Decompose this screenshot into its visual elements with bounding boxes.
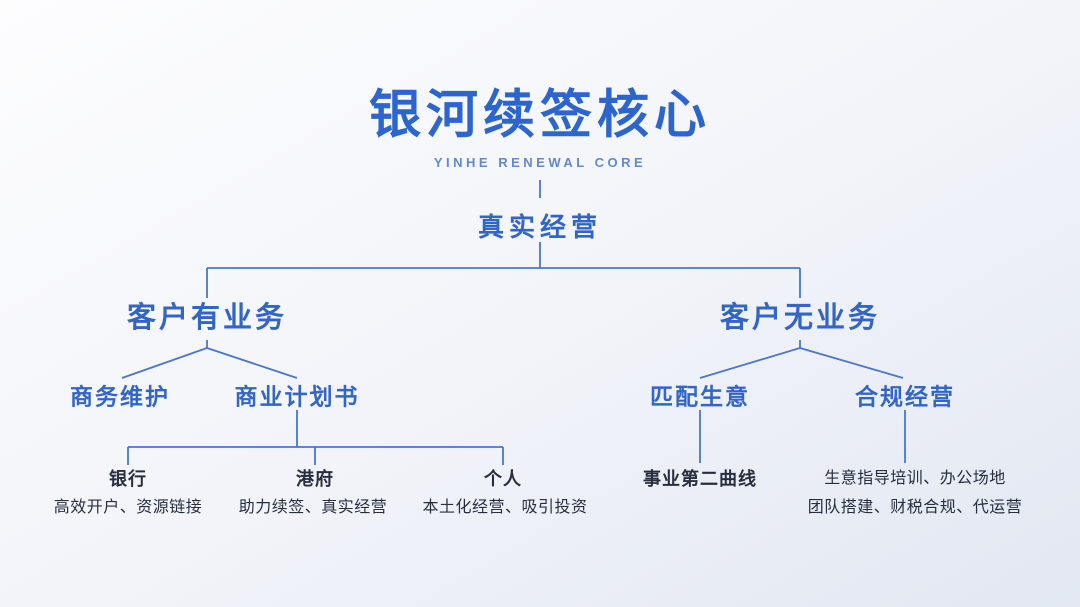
connector-right-leaf-drops xyxy=(699,410,906,463)
connector-root-split xyxy=(206,242,801,298)
leaf-hk-gov: 港府 xyxy=(296,468,334,489)
node-customer-has-business: 客户有业务 xyxy=(126,301,288,334)
leaf-compliance-line1: 生意指导培训、办公场地 xyxy=(824,470,1006,487)
node-business-plan: 商业计划书 xyxy=(234,383,360,410)
leaf-hk-gov-desc: 助力续签、真实经营 xyxy=(238,499,388,516)
node-customer-no-business: 客户无业务 xyxy=(719,301,881,334)
connector-plan-split xyxy=(127,410,504,465)
node-business-maintenance: 商务维护 xyxy=(70,383,170,410)
leaf-bank-desc: 高效开户、资源链接 xyxy=(53,499,203,516)
leaf-bank: 银行 xyxy=(109,468,147,489)
leaf-personal-desc: 本土化经营、吸引投资 xyxy=(422,499,588,516)
node-compliant-operation: 合规经营 xyxy=(855,383,955,410)
leaf-compliance-line2: 团队搭建、财税合规、代运营 xyxy=(807,499,1023,516)
node-match-business: 匹配生意 xyxy=(650,383,750,410)
connector-left-split xyxy=(121,340,298,379)
node-true-operation: 真实经营 xyxy=(477,211,603,242)
leaf-second-curve: 事业第二曲线 xyxy=(643,468,757,489)
page-subtitle: YINHE RENEWAL CORE xyxy=(433,154,647,170)
leaf-personal: 个人 xyxy=(484,468,522,489)
connector-right-split xyxy=(699,340,904,379)
page-title: 银河续签核心 xyxy=(368,86,712,145)
